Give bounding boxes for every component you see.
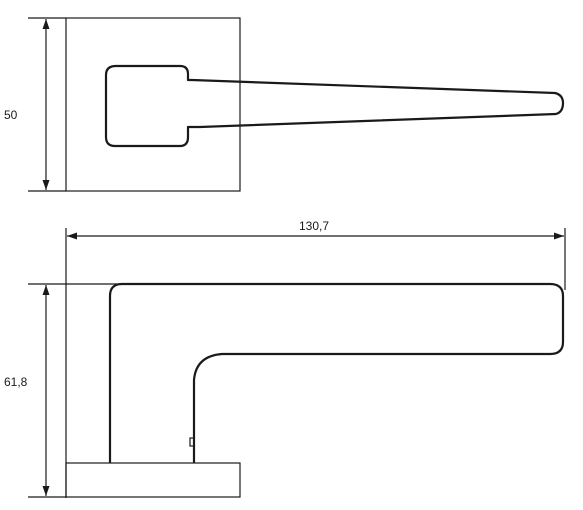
side-set-screw [189,437,195,447]
top-neck-outline [104,64,565,148]
top-view: 50 [4,17,565,192]
side-rose-plate [65,462,241,498]
dim-label-overall-length: 130,7 [299,219,329,233]
side-lever-outline [108,282,565,463]
side-view: 130,7 61,8 [4,219,566,498]
top-rose-outline [65,17,241,192]
dim-label-overall-height: 61,8 [4,375,28,389]
dim-label-rose-size: 50 [4,108,18,122]
